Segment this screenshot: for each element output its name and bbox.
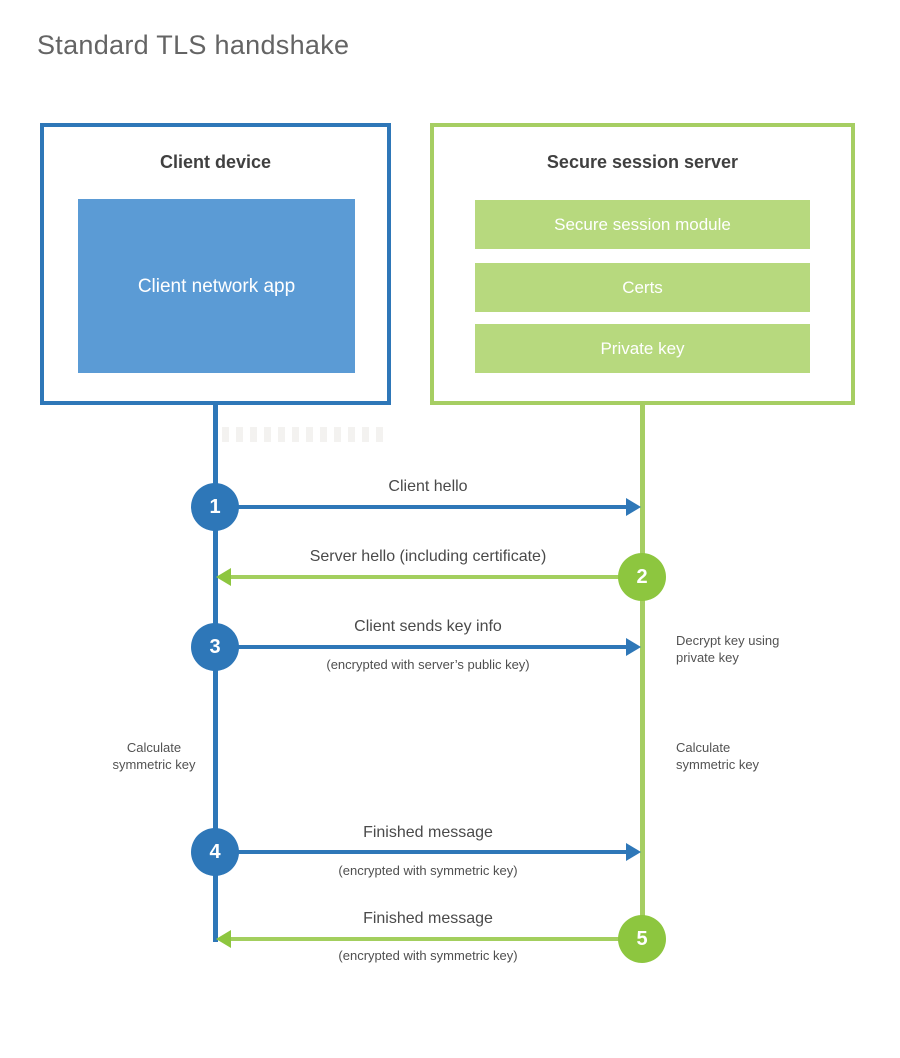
step-circle-1: 1 bbox=[191, 483, 239, 531]
secure-session-server-title: Secure session server bbox=[546, 152, 739, 172]
note-calculate-symmetric-key-client: Calculate symmetric key bbox=[112, 740, 196, 772]
step-circle-2: 2 bbox=[618, 553, 666, 601]
client-device-box: Client device Client network app bbox=[40, 123, 391, 405]
message-label-step5: Finished message bbox=[363, 910, 493, 927]
arrow-left-head-step5 bbox=[216, 930, 231, 948]
message-sublabel-step4: (encrypted with symmetric key) bbox=[338, 863, 518, 878]
page-title: Standard TLS handshake bbox=[37, 30, 350, 60]
arrow-line-step5 bbox=[231, 937, 642, 941]
client-network-app-box: Client network app bbox=[78, 199, 355, 373]
message-sublabel-step3: (encrypted with server’s public key) bbox=[326, 657, 530, 672]
arrow-left-head-step2 bbox=[216, 568, 231, 586]
server-module-certs: Certs bbox=[475, 263, 810, 312]
arrow-right-head-step3 bbox=[626, 638, 641, 656]
step-circle-5: 5 bbox=[618, 915, 666, 963]
arrow-line-step1 bbox=[215, 505, 627, 509]
arrow-right-head-step1 bbox=[626, 498, 641, 516]
note-decrypt-key: Decrypt key using private key bbox=[676, 633, 780, 665]
arrow-line-step2 bbox=[231, 575, 642, 579]
arrow-right-head-step4 bbox=[626, 843, 641, 861]
message-label-step2: Server hello (including certificate) bbox=[309, 548, 547, 565]
arrow-line-step4 bbox=[215, 850, 627, 854]
server-module-private-key: Private key bbox=[475, 324, 810, 373]
faded-artifact bbox=[222, 427, 386, 442]
message-sublabel-step5: (encrypted with symmetric key) bbox=[338, 948, 518, 963]
client-lifeline bbox=[213, 405, 218, 942]
step-circle-3: 3 bbox=[191, 623, 239, 671]
step-circle-4: 4 bbox=[191, 828, 239, 876]
secure-session-server-box: Secure session server Secure session mod… bbox=[430, 123, 855, 405]
server-lifeline bbox=[640, 405, 645, 939]
client-device-title: Client device bbox=[159, 152, 272, 172]
arrow-line-step3 bbox=[215, 645, 627, 649]
message-label-step4: Finished message bbox=[363, 824, 493, 841]
note-calculate-symmetric-key-server: Calculate symmetric key bbox=[676, 740, 760, 772]
server-module-secure-session: Secure session module bbox=[475, 200, 810, 249]
message-label-step3: Client sends key info bbox=[354, 618, 502, 635]
message-label-step1: Client hello bbox=[388, 478, 468, 495]
